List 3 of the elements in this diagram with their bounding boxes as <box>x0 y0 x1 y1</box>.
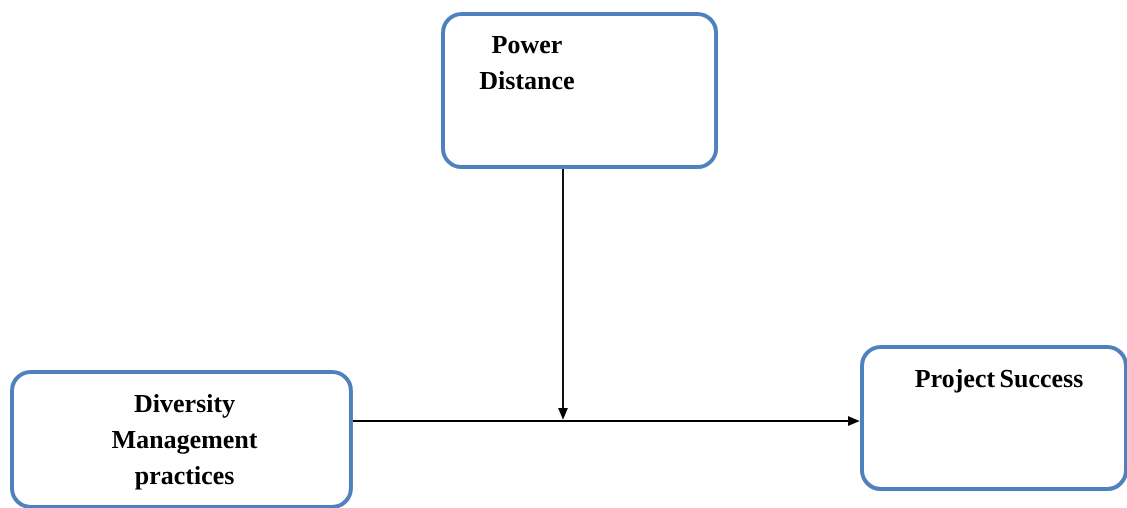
concept-box: Project Success <box>860 345 1127 491</box>
concept-box: Power Distance <box>441 12 719 170</box>
concept-box: Diversity Management practices <box>10 370 353 508</box>
